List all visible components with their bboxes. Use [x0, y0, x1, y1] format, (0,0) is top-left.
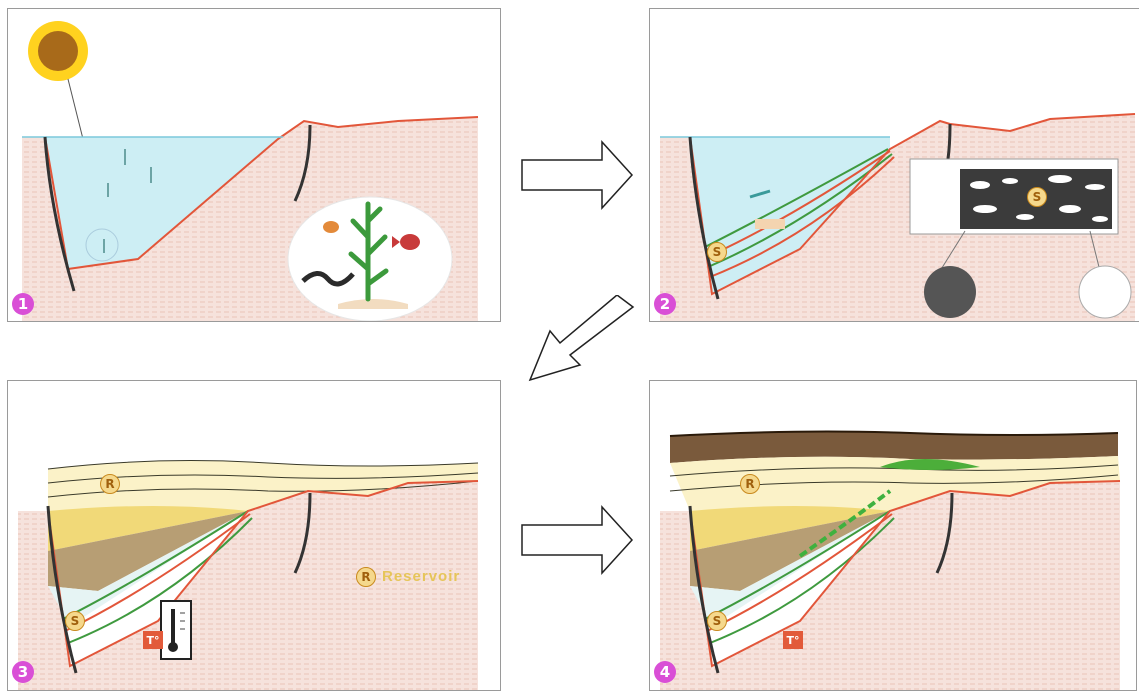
legend-reservoir-symbol: R — [356, 567, 376, 587]
reservoir-marker: R — [100, 474, 120, 494]
step-badge: 2 — [654, 293, 676, 315]
source-rock-marker: S — [65, 611, 85, 631]
temperature-marker: T° — [783, 631, 803, 649]
source-rock-marker: S — [707, 611, 727, 631]
panel-3-maturation: R S T° R Reservoir 3 — [7, 380, 501, 691]
panel-1-deposition: 1 — [7, 8, 501, 322]
sun-icon — [28, 21, 88, 81]
marine-life-inset — [288, 197, 452, 321]
arrow-right-icon — [520, 505, 635, 575]
legend-reservoir-label: Reservoir — [382, 568, 460, 585]
reservoir-marker: R — [740, 474, 760, 494]
step-badge: 4 — [654, 661, 676, 683]
source-rock-marker-inset: S — [1027, 187, 1047, 207]
step-badge: 3 — [12, 661, 34, 683]
panel-4-migration: R S T° 4 — [649, 380, 1137, 691]
arrow-right-icon — [520, 140, 635, 210]
step-badge: 1 — [12, 293, 34, 315]
arrow-down-left-icon — [525, 295, 640, 385]
panel-1-illustration — [8, 9, 500, 321]
thermometer-icon — [161, 601, 191, 659]
panel-2-illustration — [650, 9, 1139, 321]
panel-4-illustration — [650, 381, 1136, 690]
source-rock-marker: S — [707, 242, 727, 262]
panel-2-burial: S S 2 — [649, 8, 1139, 322]
temperature-marker: T° — [143, 631, 163, 649]
panel-3-illustration — [8, 381, 500, 690]
